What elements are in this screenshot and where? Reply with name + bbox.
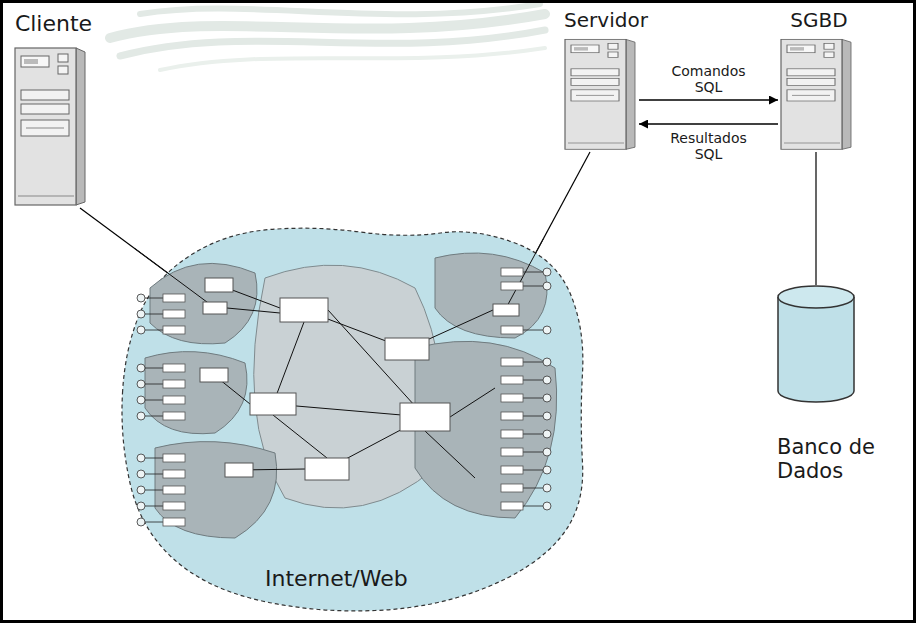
- database-cylinder: Banco de Dados: [777, 285, 897, 505]
- host-icon: [137, 310, 145, 318]
- host-icon: [543, 268, 551, 276]
- tower-shape: [14, 46, 86, 206]
- host-icon: [543, 376, 551, 384]
- host-icon: [137, 294, 145, 302]
- dbms-computer: SGBD: [774, 6, 864, 152]
- host-icon: [137, 364, 145, 372]
- leaf-hosts: [137, 268, 551, 526]
- host-box: [501, 282, 523, 290]
- host-icon: [137, 396, 145, 404]
- sql-command-arrow: [639, 99, 778, 101]
- host-box: [163, 310, 185, 318]
- node-label: Internet/Web: [265, 566, 408, 591]
- server-computer: Servidor: [558, 6, 654, 152]
- host-box: [501, 484, 523, 492]
- host-box: [163, 396, 185, 404]
- cloud-shape: [115, 218, 593, 616]
- host-icon: [543, 326, 551, 334]
- host-icon: [543, 466, 551, 474]
- host-box: [163, 502, 185, 510]
- host-box: [501, 412, 523, 420]
- host-icon: [543, 412, 551, 420]
- host-box: [163, 294, 185, 302]
- node-label: Banco de Dados: [777, 435, 889, 483]
- cloud-symbol: [122, 228, 583, 611]
- host-box: [163, 518, 185, 526]
- edge-label: Comandos SQL: [659, 63, 759, 95]
- host-icon: [137, 518, 145, 526]
- host-icon: [137, 326, 145, 334]
- host-icon: [137, 454, 145, 462]
- host-box: [501, 466, 523, 474]
- host-box: [501, 502, 523, 510]
- host-box: [501, 448, 523, 456]
- host-box: [163, 326, 185, 334]
- storage-link: [815, 152, 816, 285]
- swoosh-stroke: [140, 4, 540, 14]
- node-label: Servidor: [558, 6, 654, 32]
- swoosh-stroke: [110, 14, 545, 38]
- tower-symbol: [781, 39, 851, 149]
- edge-label: Resultados SQL: [659, 130, 759, 162]
- tower-shape: [780, 38, 852, 150]
- host-box: [501, 268, 523, 276]
- cylinder-symbol: [778, 286, 854, 402]
- host-box: [501, 326, 523, 334]
- tower-shape: [564, 38, 636, 150]
- host-icon: [543, 448, 551, 456]
- sql-result-arrow: [639, 123, 778, 125]
- host-box: [501, 394, 523, 402]
- tower-symbol: [565, 39, 635, 149]
- host-icon: [137, 486, 145, 494]
- host-box: [163, 454, 185, 462]
- host-box: [163, 380, 185, 388]
- host-icon: [137, 412, 145, 420]
- host-icon: [137, 380, 145, 388]
- host-icon: [543, 430, 551, 438]
- host-box: [501, 376, 523, 384]
- host-box: [501, 358, 523, 366]
- host-icon: [543, 394, 551, 402]
- tower-symbol: [15, 48, 85, 205]
- swoosh-stroke: [160, 48, 545, 70]
- cylinder-shape: [777, 285, 855, 403]
- host-icon: [543, 502, 551, 510]
- host-icon: [543, 358, 551, 366]
- host-icon: [543, 484, 551, 492]
- host-icon: [137, 470, 145, 478]
- internet-cloud: Internet/Web: [115, 218, 593, 616]
- node-label: SGBD: [774, 6, 864, 32]
- swoosh-stroke: [120, 30, 545, 56]
- host-box: [501, 430, 523, 438]
- host-box: [163, 486, 185, 494]
- host-icon: [543, 282, 551, 290]
- host-box: [163, 470, 185, 478]
- host-box: [163, 364, 185, 372]
- host-icon: [137, 502, 145, 510]
- host-box: [163, 412, 185, 420]
- node-label: Cliente: [8, 8, 99, 36]
- client-computer: Cliente: [8, 8, 99, 208]
